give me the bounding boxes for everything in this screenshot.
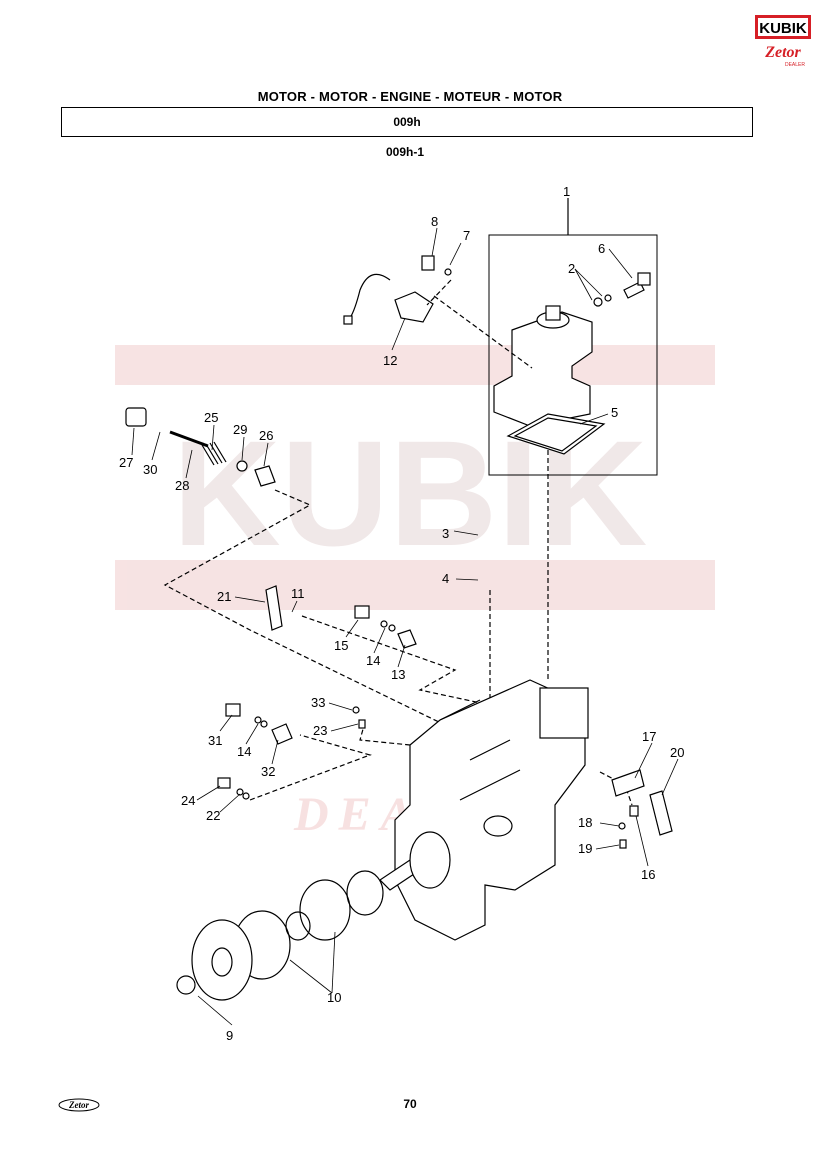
callout-14a: 14	[366, 653, 380, 668]
section-code: 009h	[393, 115, 421, 129]
callout-5: 5	[611, 405, 618, 420]
callout-9: 9	[226, 1028, 233, 1043]
callout-12: 12	[383, 353, 397, 368]
callout-6: 6	[598, 241, 605, 256]
callout-11: 11	[291, 586, 305, 601]
callout-21: 21	[217, 589, 231, 604]
callout-4: 4	[442, 571, 449, 586]
callout-13: 13	[391, 667, 405, 682]
zetor-footer-logo: Zetor	[58, 1098, 100, 1112]
logo-top-text: KUBIK	[759, 20, 807, 37]
callout-32: 32	[261, 764, 275, 779]
figure-code: 009h-1	[385, 145, 425, 159]
callout-28: 28	[175, 478, 189, 493]
callout-29: 29	[233, 422, 247, 437]
callout-20: 20	[670, 745, 684, 760]
callout-numbers: 1 2 3 4 5 6 7 8 9 10 11 12 13 14 14 15 1…	[119, 184, 684, 1043]
page-number: 70	[403, 1097, 417, 1111]
callout-10: 10	[327, 990, 341, 1005]
callout-2: 2	[568, 261, 575, 276]
kubik-zetor-logo: KUBIK Zetor DEALER	[755, 15, 811, 68]
callout-8: 8	[431, 214, 438, 229]
callout-17: 17	[642, 729, 656, 744]
callout-7: 7	[463, 228, 470, 243]
callout-31: 31	[208, 733, 222, 748]
callout-24: 24	[181, 793, 195, 808]
logo-bottom-text: Zetor	[764, 44, 801, 61]
callout-15: 15	[334, 638, 348, 653]
callout-1: 1	[563, 184, 570, 199]
callout-14b: 14	[237, 744, 251, 759]
callout-26: 26	[259, 428, 273, 443]
callout-27: 27	[119, 455, 133, 470]
callout-18: 18	[578, 815, 592, 830]
callout-22: 22	[206, 808, 220, 823]
watermark: KUBIK DEALER	[115, 345, 715, 841]
section-box: 009h	[61, 107, 753, 137]
footer-logo-text: Zetor	[68, 1100, 89, 1110]
callout-3: 3	[442, 526, 449, 541]
logo-small-text: DEALER	[785, 62, 805, 68]
callout-33: 33	[311, 695, 325, 710]
page-title: MOTOR - MOTOR - ENGINE - MOTEUR - MOTOR	[257, 89, 563, 104]
callout-25: 25	[204, 410, 218, 425]
callout-19: 19	[578, 841, 592, 856]
callout-30: 30	[143, 462, 157, 477]
callout-23: 23	[313, 723, 327, 738]
callout-16: 16	[641, 867, 655, 882]
